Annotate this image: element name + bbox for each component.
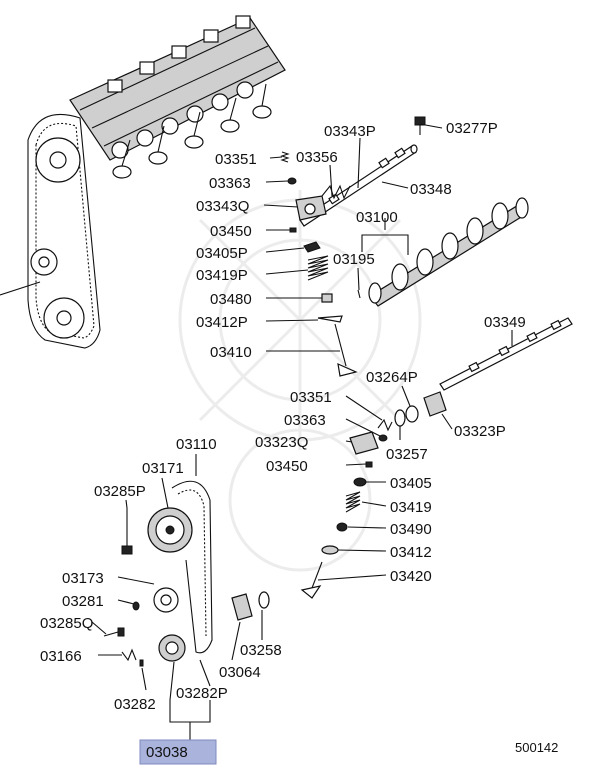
rocker-arm-03343Q bbox=[295, 195, 327, 221]
label-03100: 03100 bbox=[356, 209, 398, 226]
spring-03356 bbox=[321, 184, 351, 200]
label-03277P: 03277P bbox=[446, 120, 498, 137]
label-03038: 03038 bbox=[146, 744, 188, 761]
ring-03264P bbox=[405, 405, 419, 423]
seal-03412P bbox=[317, 315, 343, 323]
label-03450-upper: 03450 bbox=[210, 223, 252, 240]
seal-03412 bbox=[321, 545, 339, 555]
rocker-shaft-lower bbox=[439, 317, 573, 391]
highlight-box-03038 bbox=[139, 739, 217, 765]
washer-03257 bbox=[394, 409, 406, 427]
label-03323Q: 03323Q bbox=[255, 434, 308, 451]
part-03450-upper bbox=[289, 227, 297, 233]
label-03323P: 03323P bbox=[454, 423, 506, 440]
washer-03258 bbox=[258, 591, 270, 609]
label-03195: 03195 bbox=[333, 251, 375, 268]
label-03419P: 03419P bbox=[196, 267, 248, 284]
label-03420: 03420 bbox=[390, 568, 432, 585]
spring-03351-upper bbox=[280, 151, 290, 163]
label-03282P: 03282P bbox=[176, 685, 228, 702]
spring-03166 bbox=[121, 648, 137, 662]
bolt-03285Q bbox=[103, 627, 125, 637]
collet-03405 bbox=[353, 477, 367, 487]
label-03343Q: 03343Q bbox=[196, 198, 249, 215]
label-03356: 03356 bbox=[296, 149, 338, 166]
label-03171: 03171 bbox=[142, 460, 184, 477]
label-03282: 03282 bbox=[114, 696, 156, 713]
seat-03480 bbox=[321, 293, 333, 303]
part-03064 bbox=[231, 593, 253, 621]
label-03264P: 03264P bbox=[366, 369, 418, 386]
collet-03405P bbox=[303, 241, 321, 253]
label-03285P: 03285P bbox=[94, 483, 146, 500]
label-03110: 03110 bbox=[176, 436, 217, 453]
key-03282 bbox=[139, 659, 144, 667]
label-03258: 03258 bbox=[240, 642, 282, 659]
seat-03490 bbox=[336, 522, 348, 532]
bolt-03285P bbox=[121, 508, 133, 555]
diagram-id: 500142 bbox=[515, 740, 558, 755]
rocker-arm-03323Q bbox=[349, 431, 379, 455]
label-03480: 03480 bbox=[210, 291, 252, 308]
label-03363-lower: 03363 bbox=[284, 412, 326, 429]
label-03173: 03173 bbox=[62, 570, 104, 587]
label-03281: 03281 bbox=[62, 593, 104, 610]
camshaft-03100 bbox=[368, 197, 529, 307]
label-03405: 03405 bbox=[390, 475, 432, 492]
spring-03351-lower bbox=[377, 418, 393, 432]
label-03351-upper: 03351 bbox=[215, 151, 257, 168]
cylinder-head-assembly-illustration bbox=[0, 15, 286, 349]
spring-03419P bbox=[307, 255, 329, 281]
crankshaft-sprocket-03038 bbox=[158, 634, 186, 662]
label-03412: 03412 bbox=[390, 544, 432, 561]
leader-lines bbox=[91, 123, 513, 740]
spring-03419 bbox=[345, 491, 361, 513]
label-03363-upper: 03363 bbox=[209, 175, 251, 192]
label-03412P: 03412P bbox=[196, 314, 248, 331]
nut-03363-upper bbox=[287, 177, 297, 185]
label-03257: 03257 bbox=[386, 446, 428, 463]
label-03419: 03419 bbox=[390, 499, 432, 516]
pin-03195 bbox=[357, 289, 361, 299]
label-03349: 03349 bbox=[484, 314, 526, 331]
nut-03363-lower bbox=[378, 434, 388, 442]
label-03343P: 03343P bbox=[324, 123, 376, 140]
valve-03410 bbox=[334, 323, 358, 377]
label-03490: 03490 bbox=[390, 521, 432, 538]
label-03351-lower: 03351 bbox=[290, 389, 332, 406]
timing-belt-03110 bbox=[171, 480, 213, 654]
camshaft-sprocket-03171 bbox=[147, 507, 193, 553]
label-03064: 03064 bbox=[219, 664, 261, 681]
valve-springs-row bbox=[107, 15, 272, 179]
label-03166: 03166 bbox=[40, 648, 82, 665]
part-03450-lower bbox=[365, 461, 373, 468]
bolt-03281 bbox=[132, 601, 140, 611]
bolt-03277P bbox=[414, 116, 426, 135]
label-03410: 03410 bbox=[210, 344, 252, 361]
valve-03420 bbox=[300, 561, 323, 599]
label-03285Q: 03285Q bbox=[40, 615, 93, 632]
part-labels: 03343P 03277P 03351 03356 03363 03348 03… bbox=[40, 120, 558, 761]
rocker-03323P bbox=[423, 391, 447, 417]
label-03450-lower: 03450 bbox=[266, 458, 308, 475]
label-03348: 03348 bbox=[410, 181, 452, 198]
tensioner-03173 bbox=[153, 587, 179, 613]
label-03405P: 03405P bbox=[196, 245, 248, 262]
